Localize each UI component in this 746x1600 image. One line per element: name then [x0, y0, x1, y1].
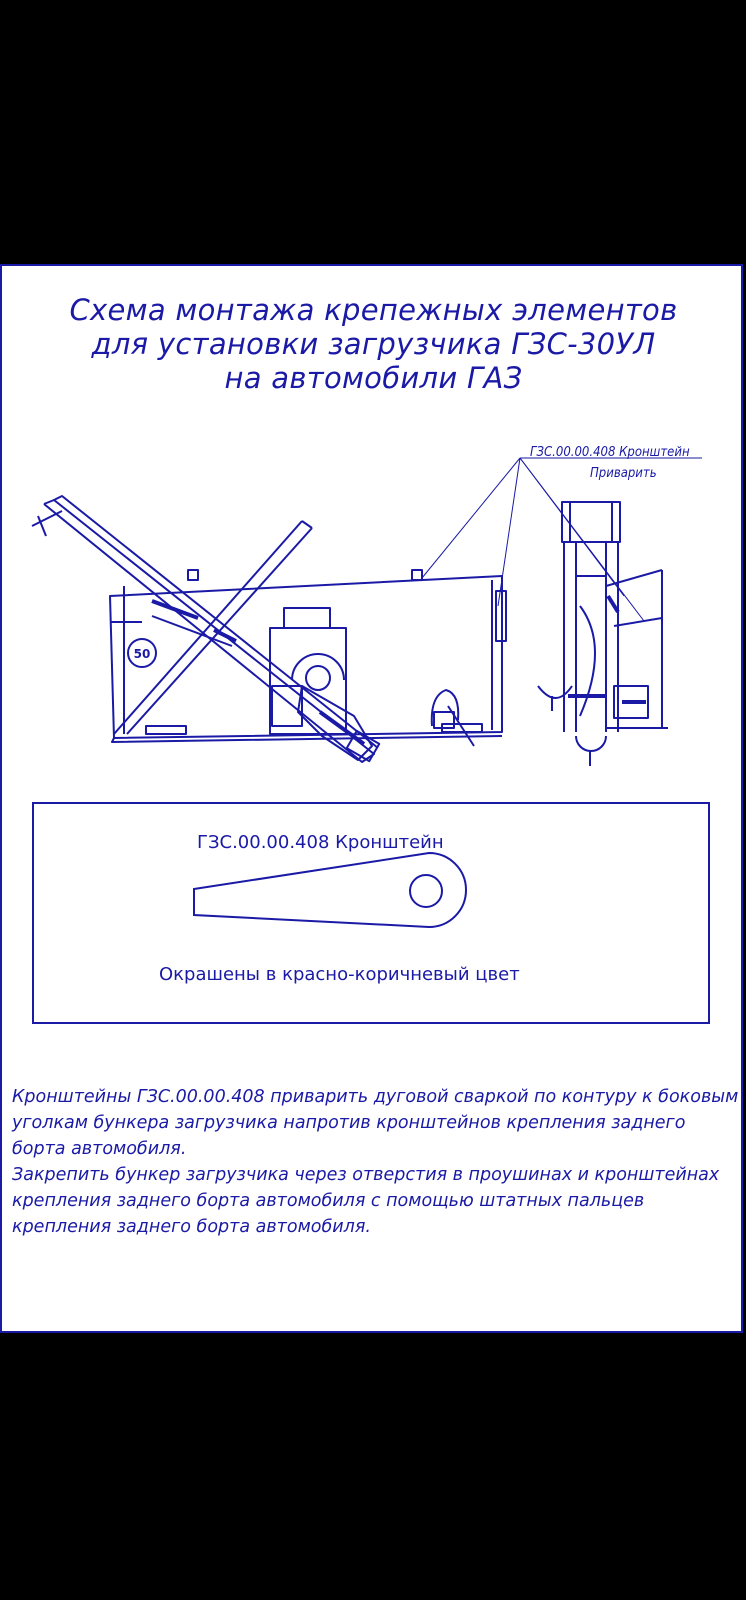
bracket-detail-box: ГЗС.00.00.408 Кронштейн Окрашены в красн… — [32, 802, 710, 1024]
detail-title: ГЗС.00.00.408 Кронштейн — [197, 832, 444, 853]
title-line-3: на автомобили ГАЗ — [224, 361, 523, 395]
speed-badge-circle — [127, 638, 157, 668]
speed-badge: 50 — [134, 647, 151, 661]
drawing-sheet: Схема монтажа крепежных элементов для ус… — [0, 264, 743, 1333]
end-view — [537, 501, 668, 766]
callout-action-label: Приварить — [590, 466, 657, 481]
instruction-paragraph-1: Кронштейны ГЗС.00.00.408 приварить дугов… — [12, 1087, 739, 1159]
rear-latch — [430, 689, 475, 747]
drive-unit — [269, 607, 381, 763]
installation-instructions: Кронштейны ГЗС.00.00.408 приварить дугов… — [12, 1084, 742, 1240]
title-line-2: для установки загрузчика ГЗС-30УЛ — [91, 327, 656, 361]
title-line-1: Схема монтажа крепежных элементов — [69, 293, 678, 327]
instruction-paragraph-2: Закрепить бункер загрузчика через отверс… — [12, 1165, 720, 1237]
drawing-title: Схема монтажа крепежных элементов для ус… — [2, 293, 745, 395]
loader-technical-drawing: 50 — [31, 457, 702, 766]
side-view-hopper — [109, 569, 507, 743]
callout-part-label: ГЗС.00.00.408 Кронштейн — [530, 445, 690, 460]
paint-note: Окрашены в красно-коричневый цвет — [159, 964, 520, 985]
bracket-sketch — [193, 851, 467, 929]
weld-details — [151, 594, 646, 746]
